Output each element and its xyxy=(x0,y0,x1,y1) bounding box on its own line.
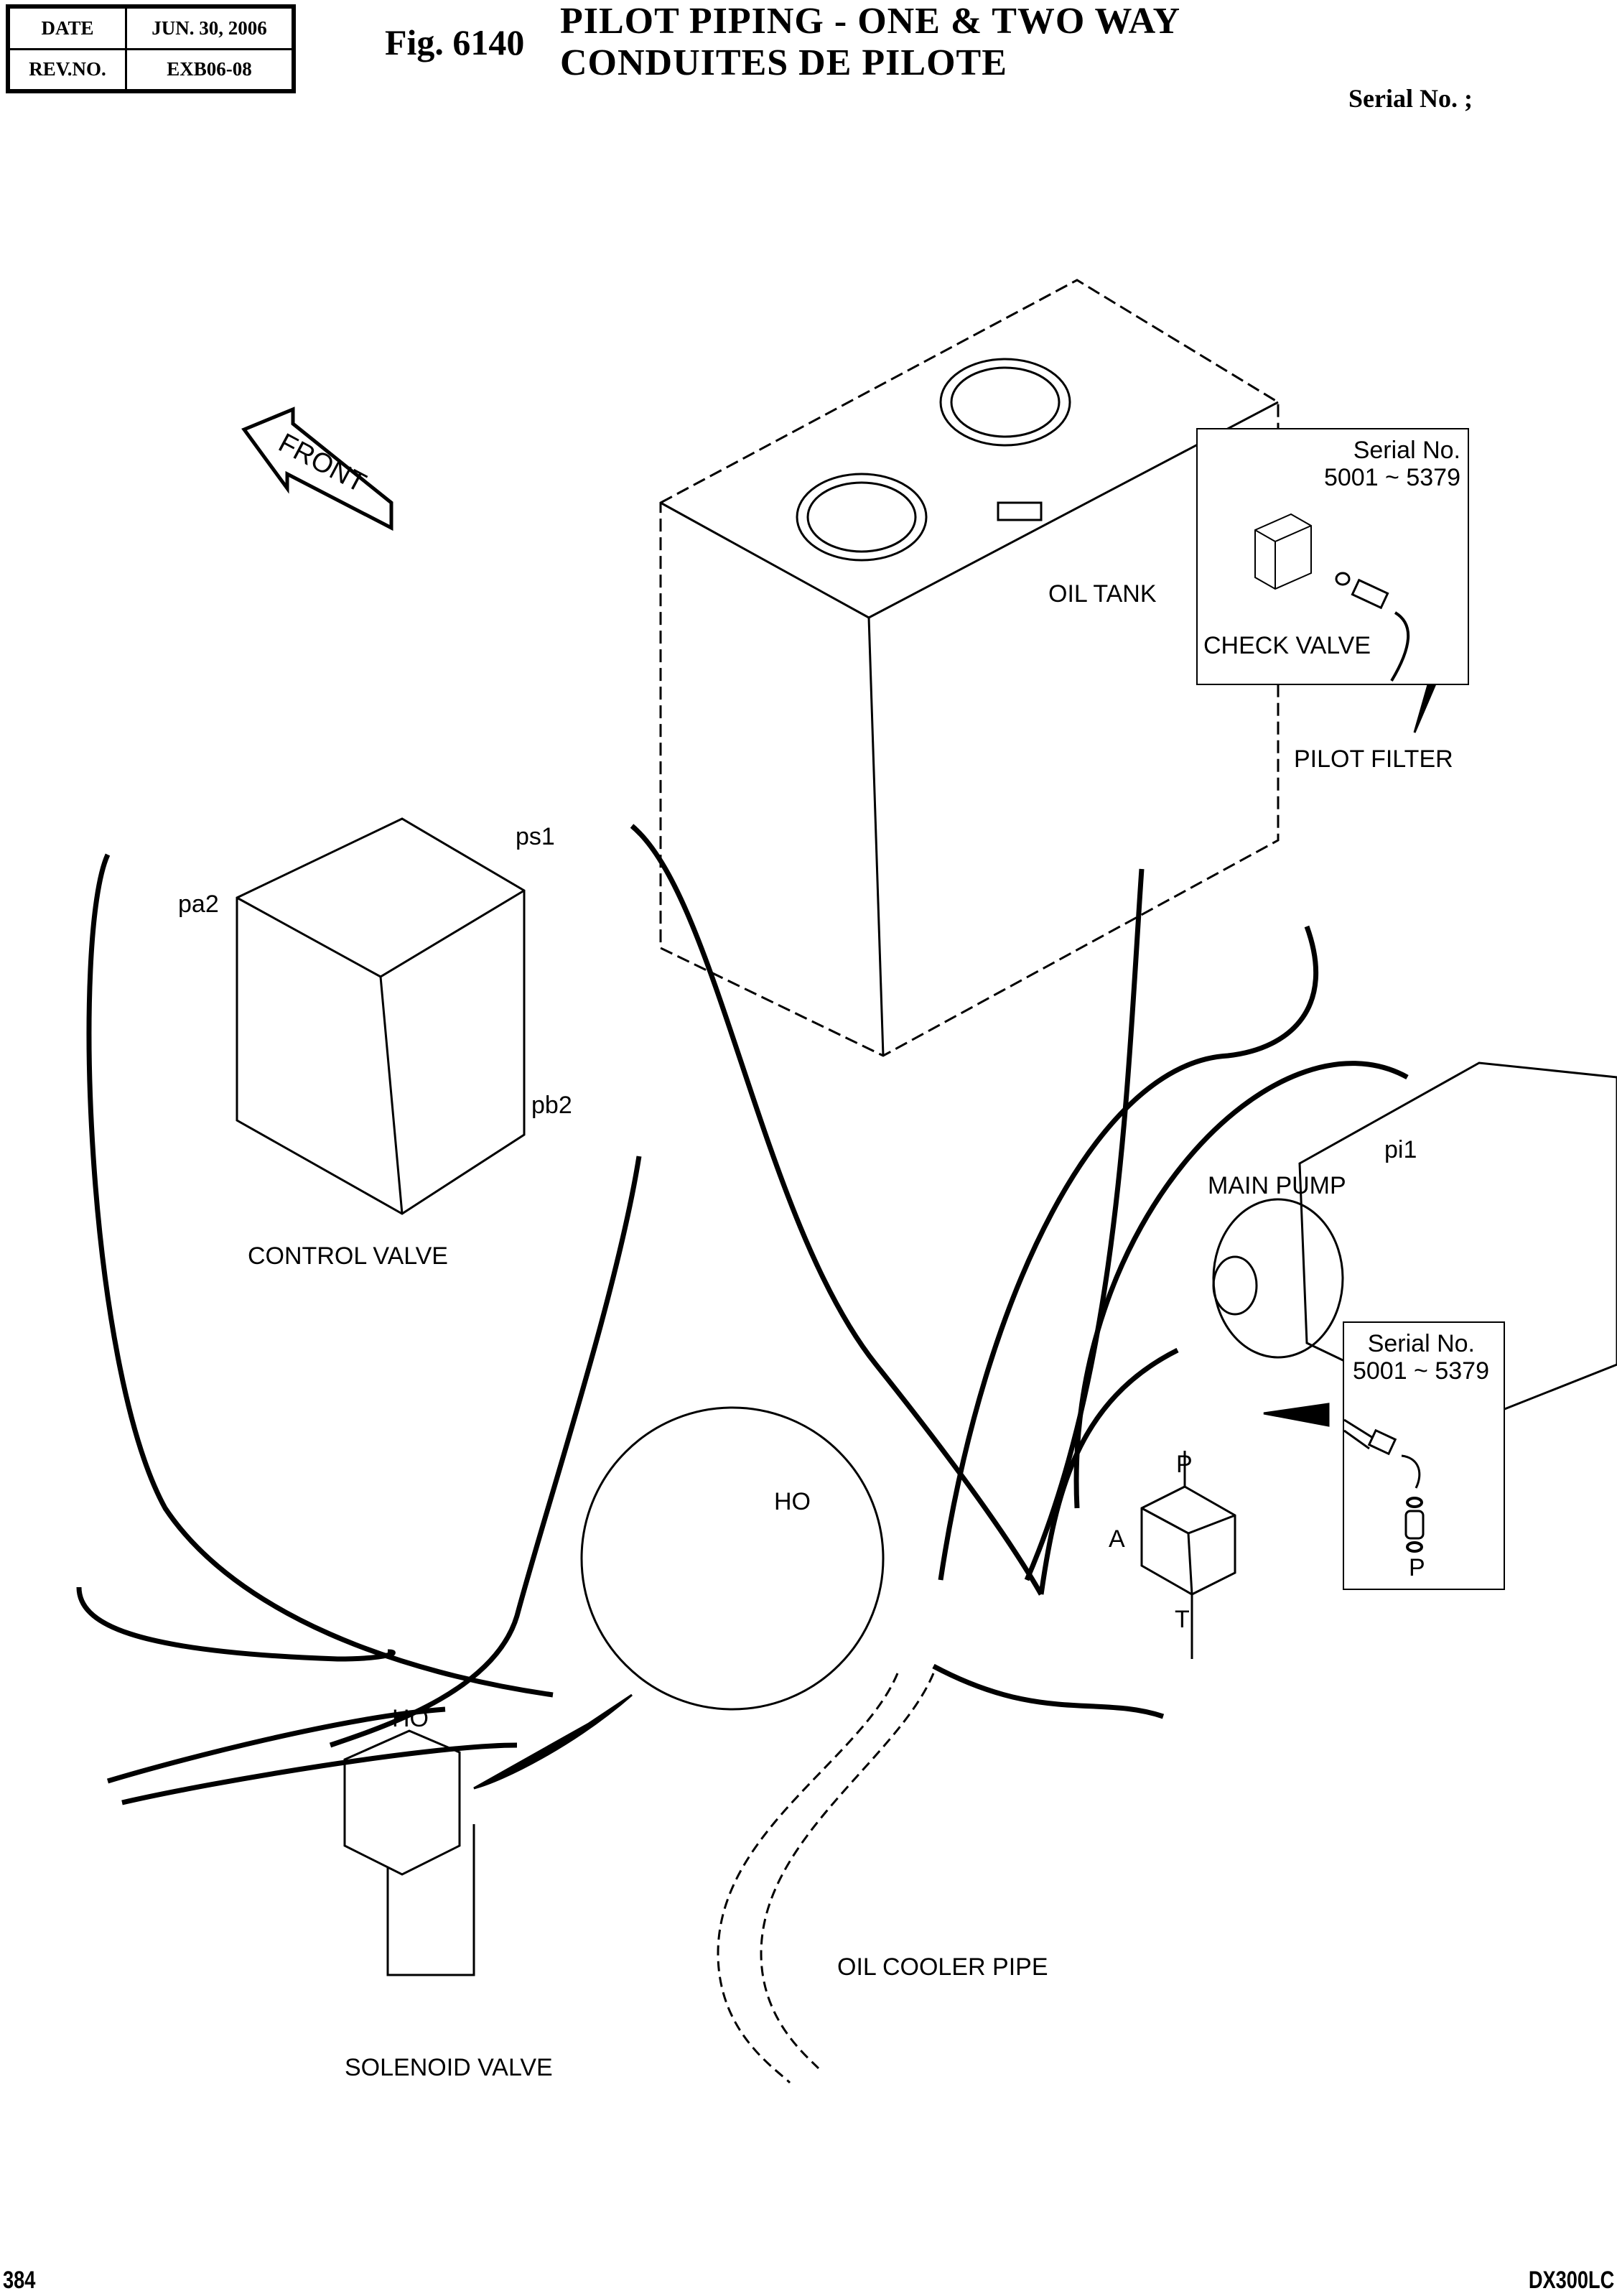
oil-tank-outline xyxy=(659,279,1280,1057)
solenoid-valve-shape xyxy=(343,1729,475,1976)
revision-table: DATE JUN. 30, 2006 REV.NO. EXB06-08 xyxy=(6,4,296,93)
inset-pump-fitting: Serial No. 5001 ~ 5379 P xyxy=(1343,1321,1505,1590)
model-name: DX300LC xyxy=(1528,2267,1614,2294)
port-ho-detail: HO xyxy=(774,1488,811,1515)
oil-cooler-pipe-outline xyxy=(717,1673,935,2084)
oil-cooler-pipe-label: OIL COOLER PIPE xyxy=(837,1953,1048,1981)
port-pi1: pi1 xyxy=(1384,1136,1417,1163)
inset-serial-range: 5001 ~ 5379 xyxy=(1323,464,1460,491)
solenoid-valve-label: SOLENOID VALVE xyxy=(345,2054,553,2081)
inset-check-valve: Serial No. 5001 ~ 5379 CHECK VALVE xyxy=(1196,428,1469,685)
check-valve-icon xyxy=(1254,513,1410,682)
front-arrow-icon xyxy=(241,406,393,531)
port-pa2: pa2 xyxy=(178,891,219,918)
port-a: A xyxy=(1109,1525,1125,1553)
rev-label: REV.NO. xyxy=(6,47,127,93)
date-label: DATE xyxy=(6,5,127,50)
figure-number: Fig. 6140 xyxy=(385,22,525,62)
date-value: JUN. 30, 2006 xyxy=(125,5,295,50)
inset-serial-label: Serial No. xyxy=(1367,1330,1475,1357)
title-french: CONDUITES DE PILOTE xyxy=(560,42,1007,83)
check-valve-label: CHECK VALVE xyxy=(1203,632,1371,659)
pointer-icon xyxy=(1413,681,1438,733)
port-t: T xyxy=(1175,1606,1190,1633)
serial-number-label: Serial No. ; xyxy=(1348,84,1473,113)
port-p-inset: P xyxy=(1409,1554,1425,1581)
main-pump-shape xyxy=(1212,1061,1617,1423)
control-valve-label: CONTROL VALVE xyxy=(248,1242,448,1270)
fitting-stack-icon xyxy=(1344,1418,1425,1553)
pointer-icon xyxy=(1263,1403,1330,1427)
control-valve-shape xyxy=(236,817,526,1215)
hoses xyxy=(76,824,1409,1805)
pilot-filter-label: PILOT FILTER xyxy=(1294,745,1453,773)
port-ho: HO xyxy=(392,1705,429,1732)
main-pump-label: MAIN PUMP xyxy=(1208,1172,1346,1199)
inset-serial-label: Serial No. xyxy=(1353,437,1460,464)
selector-block-shape xyxy=(1140,1451,1236,1659)
title-english: PILOT PIPING - ONE & TWO WAY xyxy=(560,1,1181,42)
port-ps1: ps1 xyxy=(516,823,555,850)
port-pb2: pb2 xyxy=(531,1092,572,1119)
page-number: 384 xyxy=(3,2267,36,2294)
oil-tank-label: OIL TANK xyxy=(1048,580,1157,608)
port-p: P xyxy=(1176,1451,1193,1478)
pointer-icon xyxy=(473,1693,633,1790)
detail-circle xyxy=(580,1406,885,1711)
inset-serial-range: 5001 ~ 5379 xyxy=(1352,1357,1489,1385)
rev-value: EXB06-08 xyxy=(125,47,295,93)
